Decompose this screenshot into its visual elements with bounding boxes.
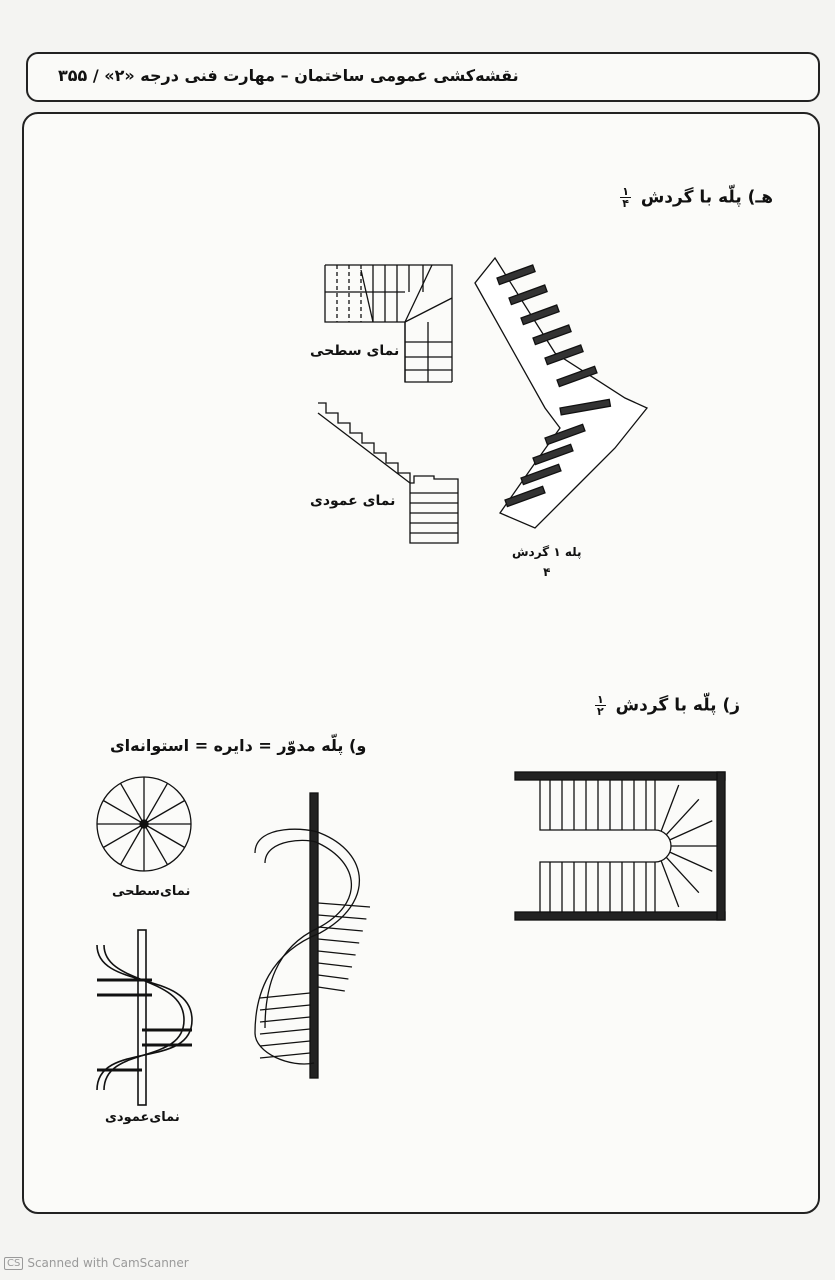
iso-caption: پله ۱ گردش ۴ [512,545,582,579]
winder-line [669,820,713,841]
watermark-text: Scanned with CamScanner [27,1256,189,1270]
spoke-line [143,823,169,866]
iso-caption-den: ۴ [543,565,551,579]
winder-line [669,851,713,872]
step-line [317,926,363,932]
half-turn-plan-drawing [514,771,726,921]
winder-line [660,860,680,908]
spoke-line [143,782,169,825]
winder-line [665,856,700,894]
step-line [259,1016,311,1023]
spiral-elevation-drawing [96,929,193,1106]
quarter-turn-plan-drawing [324,264,453,383]
winder-line [660,784,680,832]
step-line [259,1052,311,1059]
fraction-num: ۱ [595,693,606,706]
step-line [317,962,353,968]
fraction-den: ۲ [597,705,604,718]
spoke-line [143,823,186,849]
step-line [259,1004,311,1011]
step-line [317,986,345,992]
section-h-title-text: هـ) پلّه با گردش [640,187,773,208]
step-line [317,950,356,956]
camscanner-badge: CS [4,1256,24,1270]
spoke-line [102,823,145,849]
page-header: نقشه‌کشی عمومی ساختمان – مهارت فنی درجه … [26,52,820,102]
spiral-isometric-drawing [254,792,371,1079]
scanner-watermark: CS Scanned with CamScanner [4,1256,189,1270]
section-v-title: و) پلّه مدوّر = دایره = استوانه‌ای [110,736,367,755]
spoke-line [143,799,186,825]
spiral-elevation-label: نمای‌عمودی [105,1110,180,1125]
plan-label: نمای سطحی [310,343,400,359]
step-line [259,1028,311,1035]
spiral-plan-drawing [96,776,192,872]
spoke-line [119,782,145,825]
winder-line [665,798,700,836]
fraction-den: ۴ [622,197,629,210]
step-line [317,938,360,944]
step-line [259,992,311,999]
iso-caption-text: پله ۱ گردش [512,545,582,559]
spiral-plan-label: نمای‌سطحی [112,884,191,899]
header-title: نقشه‌کشی عمومی ساختمان – مهارت فنی درجه … [58,66,519,85]
spoke-line [102,799,145,825]
step-line [259,1040,311,1047]
fraction-num: ۱ [620,185,631,198]
elevation-label: نمای عمودی [310,493,396,509]
section-z-title-text: ز) پلّه با گردش [615,695,740,716]
quarter-turn-elevation-drawing [317,402,459,544]
step-line [317,914,367,920]
step-line [317,974,349,980]
quarter-turn-isometric-drawing [474,256,649,529]
spoke-line [119,823,145,866]
step-line [317,902,371,908]
